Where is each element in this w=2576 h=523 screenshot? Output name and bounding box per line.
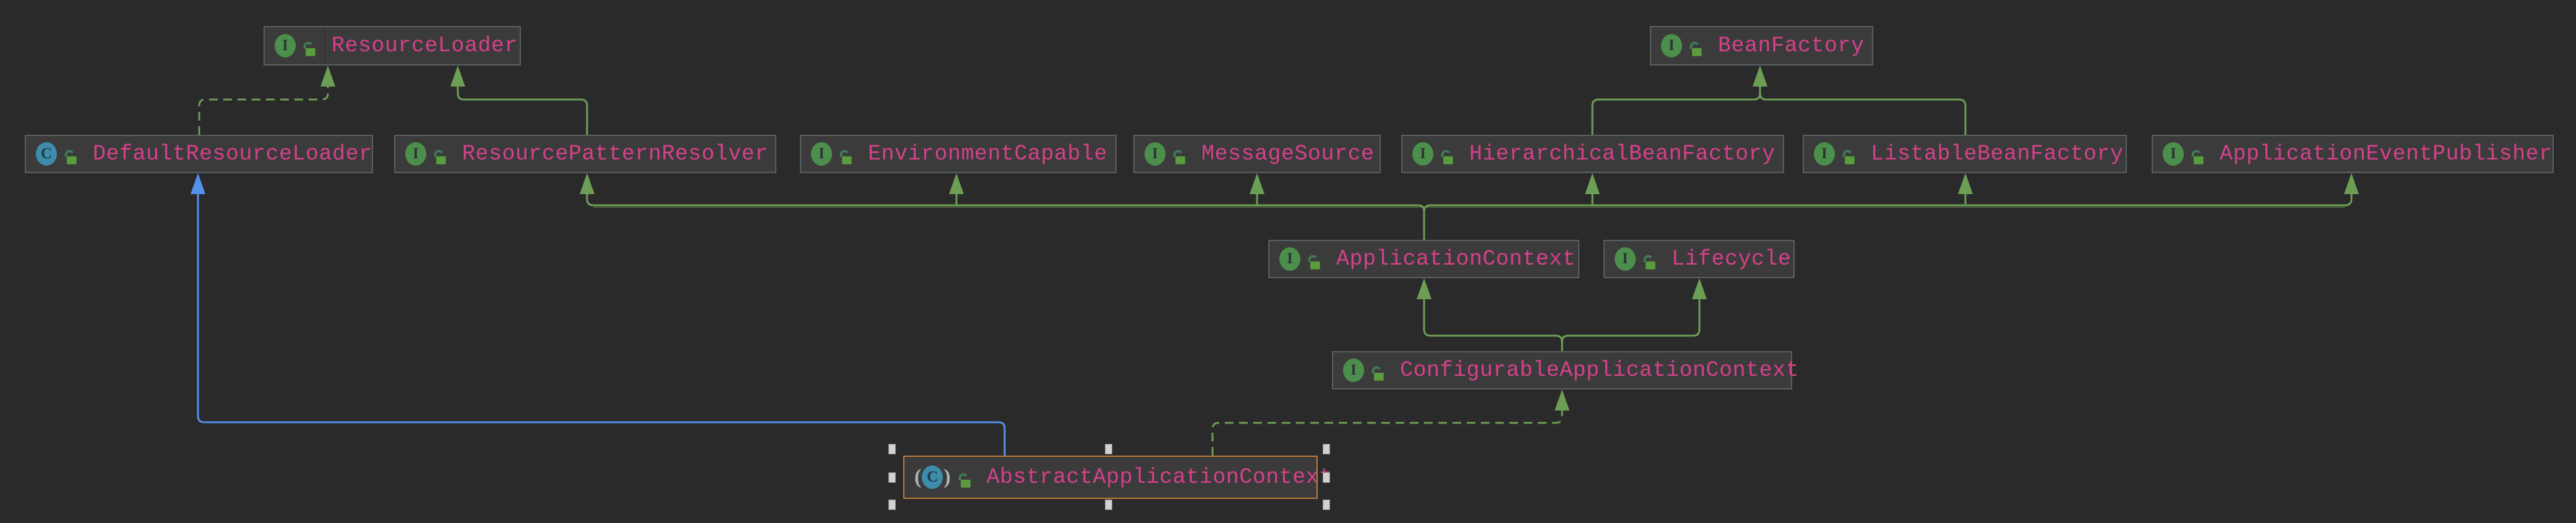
public-lock-icon <box>1370 358 1385 383</box>
class-icon: C <box>922 466 943 489</box>
interface-icon: I <box>1661 34 1682 57</box>
selection-handle-bottom-mid[interactable] <box>1105 500 1112 510</box>
interface-letter: I <box>1287 250 1293 267</box>
interface-icon: I <box>1279 247 1300 271</box>
edge-configurableapplicationcontext-extends-bus <box>1423 299 1701 351</box>
public-lock-icon <box>838 142 853 166</box>
node-label: Lifecycle <box>1672 247 1792 271</box>
node-application-context[interactable]: I ApplicationContext <box>1268 240 1579 278</box>
node-label: ConfigurableApplicationContext <box>1400 358 1800 383</box>
node-message-source[interactable]: I MessageSource <box>1133 135 1381 173</box>
node-configurable-application-context[interactable]: I ConfigurableApplicationContext <box>1332 351 1799 389</box>
public-lock-icon <box>2190 142 2205 166</box>
selection-handle-top-mid[interactable] <box>1105 444 1112 454</box>
icon-divider <box>324 27 325 64</box>
interface-icon: I <box>275 34 296 57</box>
selection-handle-bottom-right[interactable] <box>1323 500 1330 510</box>
node-label: BeanFactory <box>1718 33 1865 58</box>
node-label: EnvironmentCapable <box>868 142 1108 166</box>
class-icon: C <box>36 142 57 166</box>
interface-letter: I <box>413 145 419 162</box>
interface-icon: I <box>1144 142 1166 166</box>
interface-letter: I <box>818 145 825 162</box>
selection-handle-mid-right[interactable] <box>1323 472 1330 483</box>
interface-letter: I <box>1420 145 1426 162</box>
interface-letter: I <box>1668 37 1675 54</box>
class-letter: C <box>40 145 53 162</box>
public-lock-icon <box>1440 142 1454 166</box>
public-lock-icon <box>1841 142 1856 166</box>
public-lock-icon <box>1172 142 1187 166</box>
edge-abstractapplicationcontext-implements-configurableapplicationcontext <box>1211 410 1563 456</box>
public-lock-icon <box>1307 247 1321 271</box>
edge-abstractapplicationcontext-extends-defaultresourceloader <box>197 194 1006 456</box>
selection-handle-top-right[interactable] <box>1323 444 1330 454</box>
node-bean-factory[interactable]: I BeanFactory <box>1650 26 1873 66</box>
edge-applicationcontext-extends-bus <box>586 194 2353 240</box>
interface-letter: I <box>2170 145 2176 162</box>
node-label: ListableBeanFactory <box>1871 142 2124 166</box>
abstract-paren: ) <box>943 466 951 488</box>
node-resource-loader[interactable]: I ResourceLoader <box>264 26 521 66</box>
interface-icon: I <box>2163 142 2184 166</box>
interface-icon: I <box>405 142 426 166</box>
node-resource-pattern-resolver[interactable]: I ResourcePatternResolver <box>394 135 776 173</box>
node-hierarchical-bean-factory[interactable]: I HierarchicalBeanFactory <box>1401 135 1784 173</box>
node-environment-capable[interactable]: I EnvironmentCapable <box>800 135 1117 173</box>
public-lock-icon <box>63 142 78 166</box>
node-listable-bean-factory[interactable]: I ListableBeanFactory <box>1803 135 2127 173</box>
blue-arrowhead <box>191 173 205 194</box>
abstract-paren: ( <box>914 466 922 488</box>
node-label: ApplicationEventPublisher <box>2220 142 2552 166</box>
edge-listablebeanfactory-extends-beanfactory <box>1759 87 1967 135</box>
node-application-event-publisher[interactable]: I ApplicationEventPublisher <box>2152 135 2554 173</box>
public-lock-icon <box>302 33 317 58</box>
edge-resourcepatternresolver-extends-resourceloader <box>457 87 588 135</box>
edge-defaultresourceloader-implements-resourceloader <box>198 87 329 135</box>
node-label: ResourceLoader <box>332 33 518 58</box>
node-label: HierarchicalBeanFactory <box>1469 142 1775 166</box>
node-lifecycle[interactable]: I Lifecycle <box>1604 240 1795 278</box>
interface-icon: I <box>1343 359 1364 382</box>
selection-handle-top-left[interactable] <box>888 444 896 454</box>
public-lock-icon <box>1688 33 1703 58</box>
node-abstract-application-context[interactable]: ( C ) AbstractApplicationContext <box>903 456 1332 499</box>
interface-letter: I <box>1622 250 1628 267</box>
node-default-resource-loader[interactable]: C DefaultResourceLoader <box>25 135 373 173</box>
interface-letter: I <box>282 37 288 54</box>
class-letter: C <box>927 469 938 485</box>
node-label: AbstractApplicationContext <box>986 465 1333 490</box>
abstract-class-icon: ( C ) <box>914 466 951 489</box>
public-lock-icon <box>957 465 972 490</box>
interface-letter: I <box>1821 145 1827 162</box>
selection-handle-mid-left[interactable] <box>888 472 896 483</box>
public-lock-icon <box>1642 247 1657 271</box>
node-label: DefaultResourceLoader <box>93 142 372 166</box>
interface-letter: I <box>1350 362 1357 378</box>
node-label: MessageSource <box>1201 142 1375 166</box>
interface-icon: I <box>1615 247 1636 271</box>
interface-icon: I <box>1814 142 1835 166</box>
node-label: ApplicationContext <box>1336 247 1576 271</box>
interface-icon: I <box>1412 142 1433 166</box>
edge-hierarchicalbeanfactory-extends-beanfactory <box>1591 87 1761 135</box>
interface-icon: I <box>811 142 832 166</box>
selection-handle-bottom-left[interactable] <box>888 500 896 510</box>
public-lock-icon <box>432 142 447 166</box>
node-label: ResourcePatternResolver <box>462 142 768 166</box>
interface-letter: I <box>1152 145 1158 162</box>
